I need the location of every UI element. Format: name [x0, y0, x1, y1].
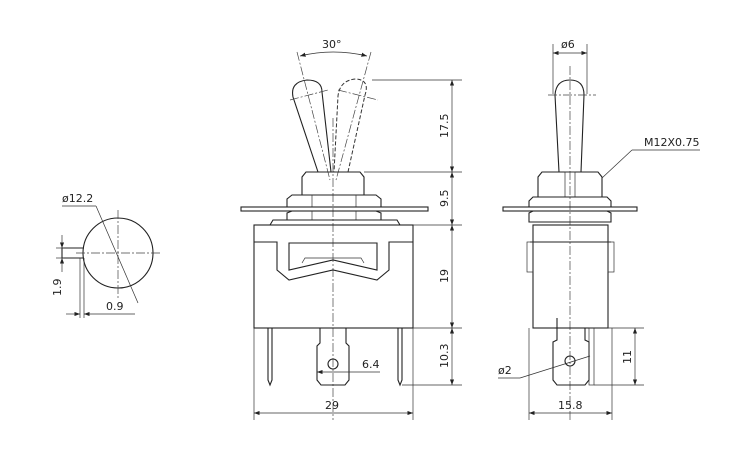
- tab-width-label: 0.9: [106, 300, 124, 313]
- body-ledge: [269, 219, 401, 226]
- body-width-label: 29: [325, 399, 339, 412]
- side-terminal-length-label: 11: [621, 350, 634, 364]
- bushing-height-label: 9.5: [438, 190, 451, 208]
- side-lever: [554, 79, 585, 173]
- left-view: ø12.2 1.9 0.9: [51, 192, 160, 318]
- tab-height-label: 1.9: [51, 279, 64, 297]
- lower-nut: [286, 210, 382, 221]
- diameter-label: ø12.2: [62, 192, 93, 205]
- side-view: ø6 11 15.8 M12X0.75 ø2: [498, 38, 700, 420]
- mounting-plate: [240, 206, 429, 212]
- terminal-length-label: 10.3: [438, 344, 451, 369]
- lever-diameter-label: ø6: [561, 38, 575, 51]
- front-view: 30° 6.4 17.5 9.5 19 10.3: [240, 38, 462, 420]
- left-pin: [267, 328, 273, 387]
- right-pin: [397, 328, 403, 387]
- lever: [292, 79, 332, 173]
- center-terminal: [316, 328, 350, 386]
- hole-diameter-label: ø2: [498, 364, 512, 377]
- switch-body: [253, 224, 414, 329]
- lever-height-label: 17.5: [438, 114, 451, 139]
- upper-nut: [286, 194, 382, 208]
- side-terminal: [552, 318, 590, 386]
- body-height-label: 19: [438, 269, 451, 283]
- key-tab: [61, 247, 84, 259]
- body-depth-label: 15.8: [558, 399, 583, 412]
- angle-label: 30°: [322, 38, 342, 51]
- thread-label: M12X0.75: [644, 136, 700, 149]
- side-body: [532, 224, 609, 329]
- terminal-width-label: 6.4: [362, 358, 380, 371]
